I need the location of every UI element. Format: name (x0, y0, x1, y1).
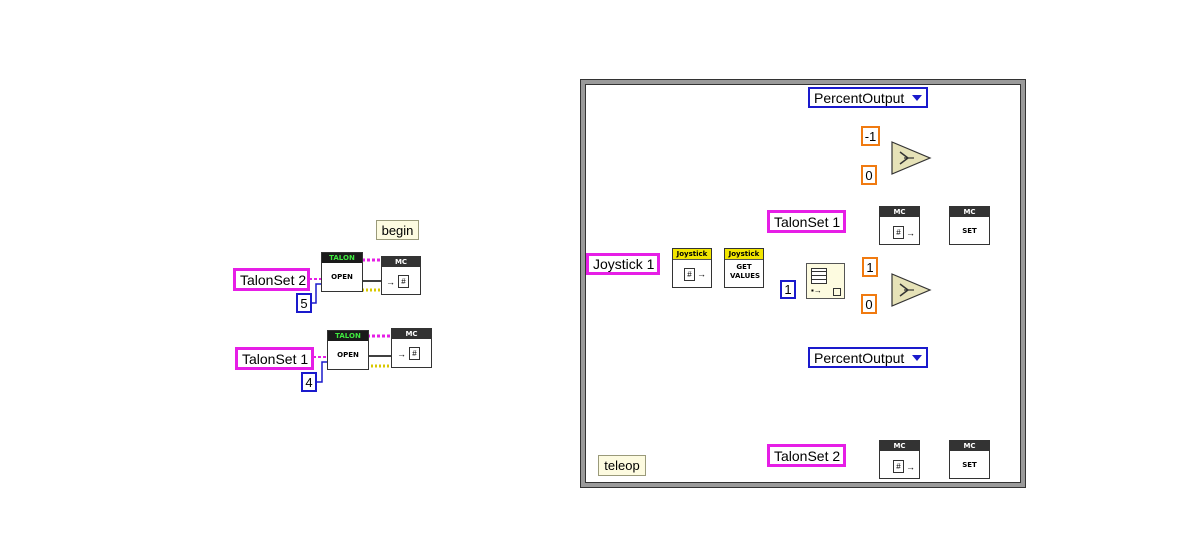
mc-output-vi-2[interactable]: MC # → (381, 256, 421, 295)
index-constant[interactable]: 1 (780, 280, 796, 299)
joystick-header: Joystick (673, 249, 711, 260)
open-text: OPEN (337, 351, 359, 359)
mc-header: MC (950, 441, 989, 451)
document-icon: # (398, 275, 409, 288)
set-vi-lower[interactable]: MC SET (949, 440, 990, 479)
constant-0-lower[interactable]: 0 (861, 294, 877, 314)
arrow-icon: → (697, 269, 706, 279)
document-icon: # (893, 460, 904, 473)
mc-header: MC (950, 207, 989, 217)
select-node-lower[interactable] (890, 272, 932, 308)
constant-0-upper[interactable]: 0 (861, 165, 877, 185)
talon-header: TALON (328, 331, 368, 341)
mc-header: MC (880, 441, 919, 451)
arrow-icon: → (397, 349, 406, 359)
mc-node-lower[interactable]: MC # → (879, 440, 920, 479)
talonset1-control[interactable]: TalonSet 1 (235, 347, 314, 370)
index-arrow-icon: ▪→ (811, 286, 822, 295)
teleop-talonset1-control[interactable]: TalonSet 1 (767, 210, 846, 233)
device-id-5[interactable]: 5 (296, 293, 312, 313)
constant-1[interactable]: 1 (862, 257, 878, 277)
select-node-upper[interactable] (890, 140, 932, 176)
arrow-icon: → (906, 228, 915, 238)
mc-output-vi-1[interactable]: MC # → (391, 328, 432, 368)
arrow-icon: → (386, 277, 395, 287)
teleop-frame (580, 79, 1026, 488)
device-id-4[interactable]: 4 (301, 372, 317, 392)
mc-header: MC (382, 257, 420, 267)
teleop-talonset2-control[interactable]: TalonSet 2 (767, 444, 846, 467)
array-grid-icon (811, 268, 827, 284)
talon-open-vi-2[interactable]: TALON OPEN (321, 252, 363, 292)
joystick-control[interactable]: Joystick 1 (586, 253, 660, 275)
open-text: OPEN (331, 273, 353, 281)
set-text: SET (962, 461, 977, 469)
index-square-icon (833, 288, 841, 296)
arrow-icon: → (906, 462, 915, 472)
document-icon: # (409, 347, 420, 360)
document-icon: # (684, 268, 695, 281)
teleop-label: teleop (598, 455, 646, 476)
mc-header: MC (392, 329, 431, 339)
set-text: SET (962, 227, 977, 235)
joystick-get-values-vi[interactable]: Joystick GET VALUES (724, 248, 764, 288)
joystick-open-vi[interactable]: Joystick # → (672, 248, 712, 288)
dropdown-arrow-icon (912, 95, 922, 101)
set-vi-upper[interactable]: MC SET (949, 206, 990, 245)
dropdown-arrow-icon (912, 355, 922, 361)
document-icon: # (893, 226, 904, 239)
index-array-node[interactable]: ▪→ (806, 263, 845, 299)
constant-neg1[interactable]: -1 (861, 126, 880, 146)
talon-header: TALON (322, 253, 362, 263)
joystick-header: Joystick (725, 249, 763, 260)
percent-output-enum-bottom[interactable]: PercentOutput (808, 347, 928, 368)
begin-label: begin (376, 220, 419, 240)
percent-output-enum-top[interactable]: PercentOutput (808, 87, 928, 108)
talon-open-vi-1[interactable]: TALON OPEN (327, 330, 369, 370)
percent-output-label: PercentOutput (814, 349, 905, 366)
talonset2-control[interactable]: TalonSet 2 (233, 268, 310, 291)
percent-output-label: PercentOutput (814, 89, 905, 106)
mc-node-upper[interactable]: MC # → (879, 206, 920, 245)
mc-header: MC (880, 207, 919, 217)
get-values-text: GET VALUES (730, 263, 761, 280)
